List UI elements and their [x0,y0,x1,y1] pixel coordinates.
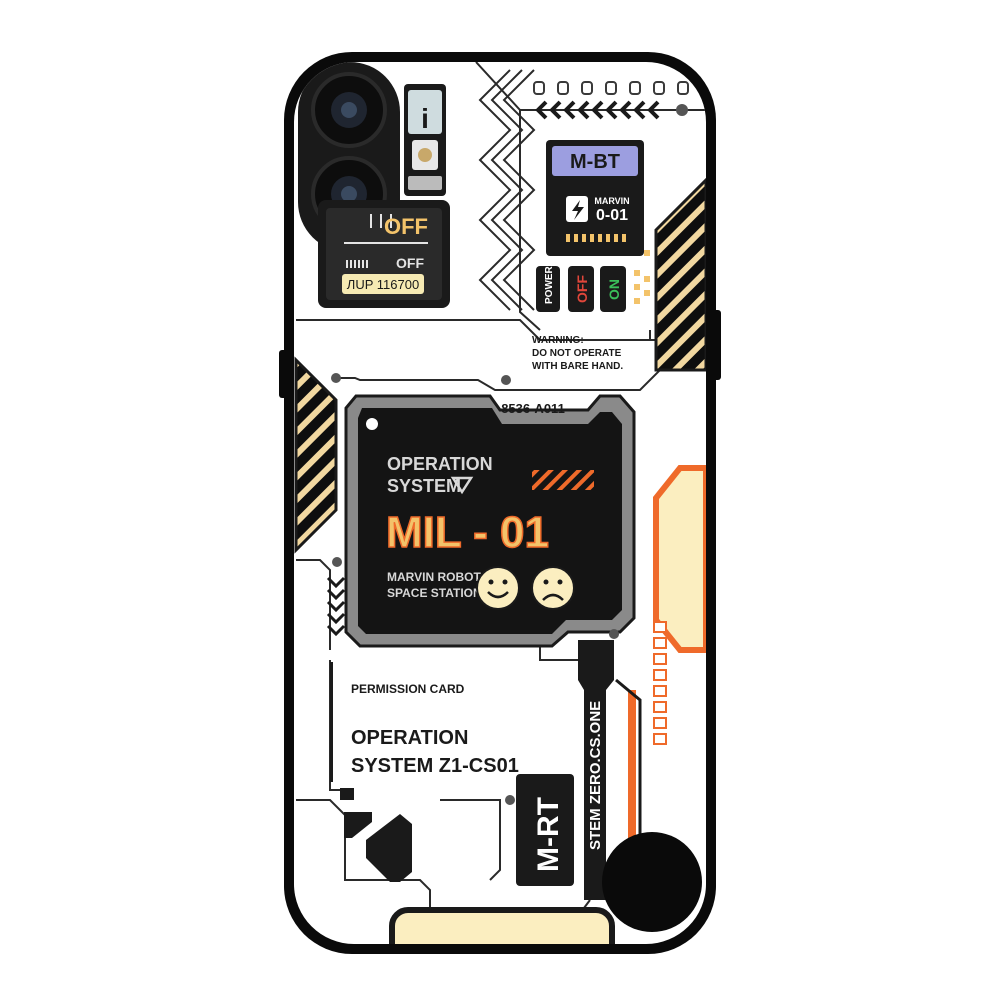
screw-icon [331,373,341,383]
triangle-block [344,812,372,838]
screw-icon [505,795,515,805]
screw-icon [332,557,342,567]
chip-leds [566,234,626,242]
triangle-down-icon [450,476,474,495]
off-switch [568,266,594,312]
lcd-readout: ЛUP 116700 [347,277,419,292]
permission-card: PERMISSION CARD [351,682,465,696]
striped-tab-top-right [654,176,706,372]
bottom-circle [602,832,702,932]
op-system-2: SYSTEM [387,476,461,496]
indicator-dots [533,81,689,95]
orange-strip [628,690,636,840]
on-switch [600,266,626,312]
vertical-mbt: M-RT [532,797,565,872]
side-button [713,310,721,380]
smiley-sad-icon [531,566,575,610]
lcd-readout-box [342,274,424,294]
model-name: MIL - 01 [386,508,549,557]
warning-1: WARNING: [532,335,584,346]
mbt-tag: M-BT [570,151,620,173]
striped-tab-left [294,356,338,554]
op-card-2: SYSTEM Z1-CS01 [351,755,519,777]
power-switch [536,266,560,312]
info-icon: i [421,103,429,134]
op-system-1: OPERATION [387,454,493,474]
off-small: OFF [396,255,424,271]
zigzag-trace [478,69,536,311]
serial-number: 8536-A011 [501,401,565,416]
station-2: SPACE STATION [387,586,482,600]
side-button [279,350,287,398]
stem-bar [578,640,614,900]
bottom-tab [389,907,615,944]
orange-stripes [532,470,594,490]
screw-icon [609,629,619,639]
vertical-stem: STEM ZERO.CS.ONE [587,701,604,850]
screw-icon [676,104,688,116]
on-switch-label: ON [606,279,622,300]
off-switch-label: OFF [574,275,590,303]
mrt-block [516,774,574,886]
marvin-top: MARVIN [594,196,629,206]
octagon-plate [653,465,706,653]
chevron-left-icon [535,100,660,120]
warning-2: DO NOT OPERATE [532,348,622,359]
diamond-block [366,814,412,882]
warning-3: WITH BARE HAND. [532,361,623,372]
small-square [340,788,354,800]
op-card-1: OPERATION [351,727,468,749]
screw-icon [366,418,378,430]
off-big: OFF [384,214,428,239]
chevron-down-icon [326,576,346,637]
card-divider [330,662,333,782]
power-label: POWER [544,265,555,304]
screw-icon [501,375,511,385]
side-leds [634,250,650,304]
station-1: MARVIN ROBOT [387,570,481,584]
dot-column [653,621,667,745]
smiley-happy-icon [476,566,520,610]
marvin-code: 0-01 [596,207,628,224]
